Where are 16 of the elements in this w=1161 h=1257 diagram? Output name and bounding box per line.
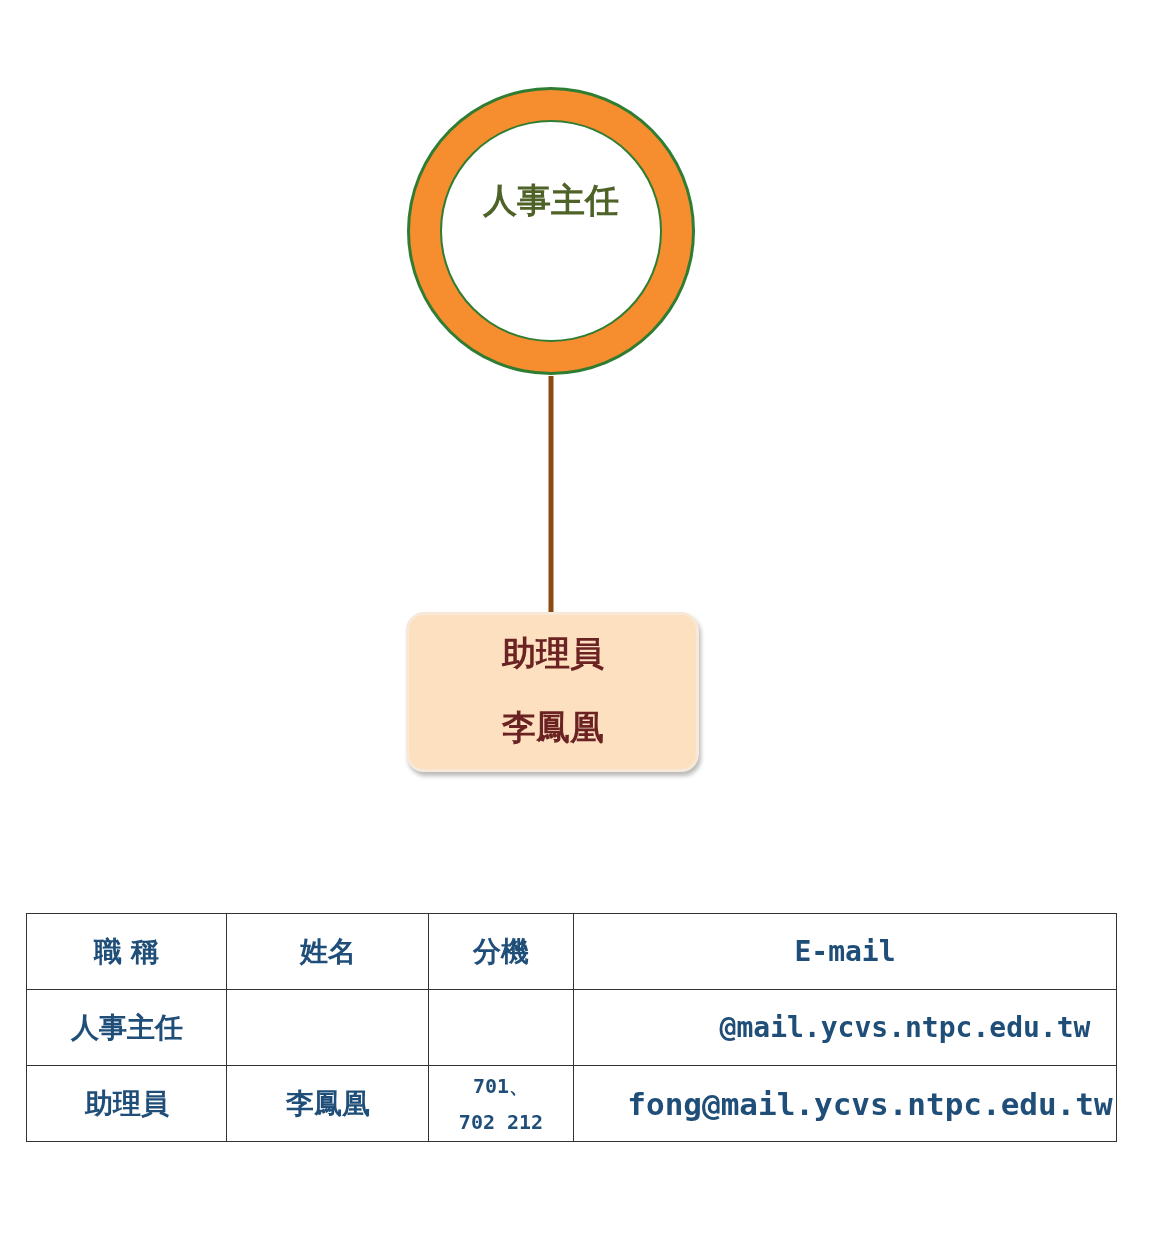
connector-line: [548, 376, 554, 612]
table-text: 職 稱: [93, 933, 160, 970]
person-name: 李鳳凰: [500, 706, 605, 749]
table-text: E-mail: [794, 935, 896, 968]
table-text: 助理員: [84, 1085, 169, 1122]
table-text: 分機: [473, 933, 529, 970]
table-text: 701、702 212: [457, 1072, 545, 1136]
table-text: 人事主任: [70, 1009, 183, 1046]
table-text: fong@mail.ycvs.ntpc.edu.tw: [626, 1085, 1113, 1122]
ring-node: [406, 86, 696, 376]
table-text: 姓名: [299, 933, 356, 970]
node-title: 人事主任: [482, 179, 620, 222]
table-text: 李鳳凰: [285, 1085, 370, 1122]
role-box: [406, 612, 699, 772]
role-title: 助理員: [500, 632, 605, 675]
table-text: @mail.ycvs.ntpc.edu.tw: [718, 1011, 1091, 1044]
